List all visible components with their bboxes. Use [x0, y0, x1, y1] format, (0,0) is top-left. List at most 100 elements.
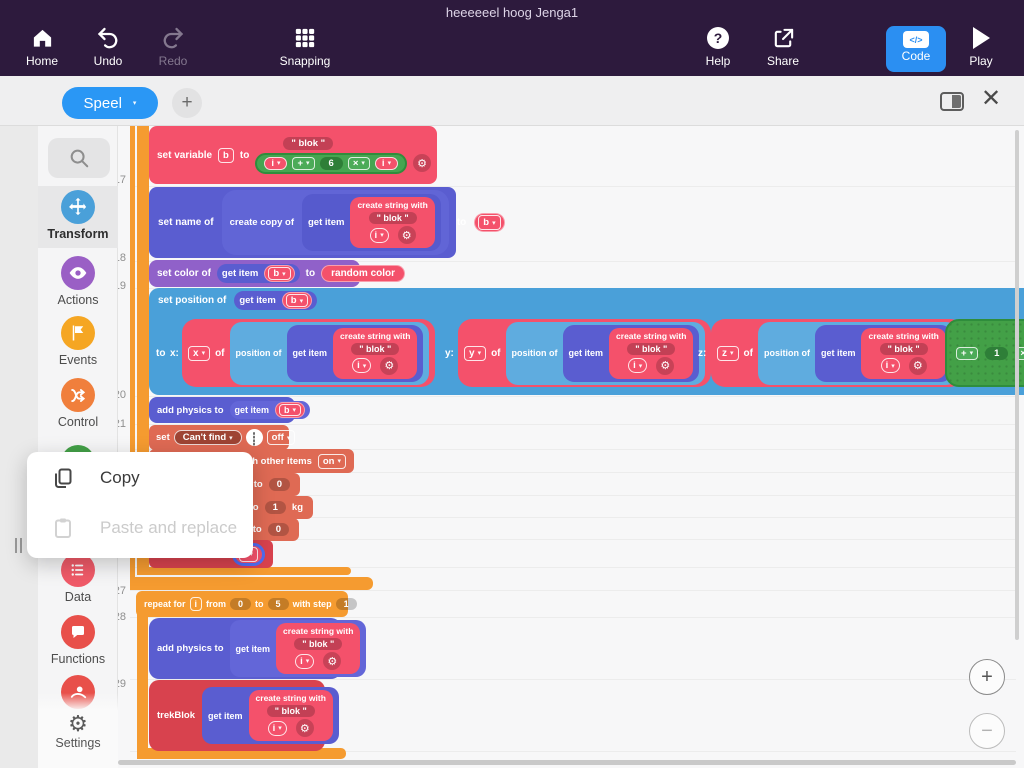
- coordinate-x-expression[interactable]: x of position of get item create string …: [182, 319, 436, 387]
- value-pill[interactable]: 5: [267, 598, 289, 610]
- help-button[interactable]: ? Help: [685, 25, 751, 68]
- position-of-block[interactable]: position of get item create string with …: [229, 321, 430, 385]
- var-dropdown[interactable]: i: [374, 156, 399, 170]
- on-off-dropdown[interactable]: on: [317, 453, 346, 469]
- code-button[interactable]: </> Code: [886, 26, 946, 72]
- snapping-button[interactable]: Snapping: [272, 25, 338, 68]
- block-trekblok-call[interactable]: trekBlok get item create string with " b…: [149, 680, 339, 751]
- sidebar-resize-handle[interactable]: [15, 538, 25, 558]
- on-off-dropdown[interactable]: off: [266, 430, 296, 445]
- block-set-color[interactable]: set color of get item b to random color: [149, 260, 406, 287]
- axis-dropdown[interactable]: z: [717, 345, 739, 361]
- operator-dropdown[interactable]: +: [292, 156, 315, 170]
- position-of-block[interactable]: position of get item create string with …: [757, 321, 958, 385]
- gear-icon[interactable]: ⚙: [413, 154, 432, 172]
- value-pill[interactable]: 0: [230, 598, 252, 610]
- var-dropdown[interactable]: i: [295, 653, 315, 669]
- string-literal-pill[interactable]: " blok ": [266, 705, 315, 717]
- gear-icon[interactable]: ⚙: [908, 356, 927, 375]
- add-tab-button[interactable]: +: [172, 88, 202, 118]
- sidebar-item-transform[interactable]: Transform: [38, 190, 118, 241]
- get-item-block[interactable]: get item create string with " blok " i⚙: [562, 324, 700, 382]
- var-dropdown[interactable]: i: [267, 720, 287, 736]
- tab-speel[interactable]: Speel: [62, 87, 158, 119]
- vertical-scrollbar[interactable]: [1015, 130, 1019, 640]
- sidebar-item-data[interactable]: Data: [38, 553, 118, 604]
- operator-dropdown[interactable]: ×: [347, 156, 370, 170]
- string-literal-pill[interactable]: " blok ": [627, 342, 676, 355]
- gear-icon[interactable]: ⚙: [295, 719, 314, 737]
- close-editor-button[interactable]: ✕: [981, 85, 1002, 112]
- math-expression-block[interactable]: i + 6 × i: [255, 152, 408, 174]
- random-color-pill[interactable]: random color: [321, 265, 406, 282]
- create-string-block[interactable]: create string with " blok " i⚙: [248, 690, 333, 741]
- menu-item-copy[interactable]: Copy: [51, 466, 140, 490]
- var-dropdown[interactable]: i: [352, 358, 372, 373]
- number-pill[interactable]: 6: [319, 156, 343, 170]
- get-item-block[interactable]: get item create string with " blok " i⚙: [229, 620, 367, 677]
- property-dropdown[interactable]: Can't find: [173, 430, 242, 445]
- position-of-block[interactable]: position of get item create string with …: [505, 321, 706, 385]
- sidebar-item-control[interactable]: Control: [38, 378, 118, 429]
- get-item-block[interactable]: get item b: [216, 264, 300, 283]
- variable-ref-pill[interactable]: b: [264, 265, 295, 282]
- create-string-block[interactable]: create string with " blok " i⚙: [350, 197, 435, 248]
- sidebar-item-events[interactable]: Events: [38, 316, 118, 367]
- search-input[interactable]: [48, 138, 110, 178]
- sidebar-item-actions[interactable]: Actions: [38, 256, 118, 307]
- zoom-in-button[interactable]: +: [969, 659, 1005, 695]
- value-pill[interactable]: 1: [264, 501, 286, 514]
- menu-item-paste-and-replace[interactable]: Paste and replace: [51, 516, 237, 540]
- coordinate-z-expression[interactable]: z of position of get item create string …: [711, 319, 964, 387]
- create-string-block[interactable]: create string with " blok " i⚙: [861, 327, 946, 379]
- horizontal-scrollbar[interactable]: [118, 760, 1016, 765]
- undo-button[interactable]: Undo: [75, 25, 141, 68]
- var-dropdown[interactable]: i: [264, 156, 288, 170]
- settings-label[interactable]: Settings: [55, 736, 101, 750]
- block-add-physics[interactable]: add physics to get item b: [149, 397, 311, 423]
- variable-ref-pill[interactable]: b: [275, 402, 306, 418]
- block-set-variable[interactable]: set variable b to " blok " i + 6 × i ⚙: [149, 126, 437, 184]
- split-view-toggle-button[interactable]: [940, 92, 964, 111]
- sidebar-item-functions[interactable]: Functions: [38, 615, 118, 666]
- create-string-block[interactable]: create string with " blok " i⚙: [276, 623, 361, 674]
- var-dropdown[interactable]: i: [628, 358, 648, 373]
- home-button[interactable]: Home: [9, 25, 75, 68]
- number-pill[interactable]: 1: [985, 346, 1009, 360]
- gear-icon[interactable]: ⚙: [323, 652, 342, 670]
- gear-icon[interactable]: ⚙: [397, 226, 416, 244]
- block-repeat-for[interactable]: repeat for i from 0 to 5 with step 1: [136, 591, 357, 617]
- get-item-block[interactable]: get item create string with " blok " i⚙: [286, 324, 424, 382]
- block-set-physics-property[interactable]: set Can't find off: [149, 425, 296, 450]
- axis-dropdown[interactable]: x: [188, 345, 211, 361]
- var-dropdown[interactable]: i: [369, 227, 389, 243]
- create-string-block[interactable]: create string with " blok " i⚙: [609, 327, 694, 379]
- get-item-block[interactable]: get item create string with " blok " i⚙: [202, 687, 339, 744]
- string-literal-pill[interactable]: " blok ": [294, 638, 343, 650]
- value-pill[interactable]: 1: [335, 598, 357, 610]
- drag-handle-icon[interactable]: [245, 429, 263, 446]
- coordinate-y-expression[interactable]: y of position of get item create string …: [458, 319, 712, 387]
- block-set-position[interactable]: set position of get item b to x: x of po…: [149, 288, 1024, 395]
- string-literal-pill[interactable]: " blok ": [351, 342, 400, 355]
- block-set-name[interactable]: set name of create copy of get item crea…: [149, 187, 505, 258]
- block-add-physics[interactable]: add physics to get item create string wi…: [149, 618, 367, 679]
- string-literal-pill[interactable]: " blok ": [368, 212, 417, 224]
- gear-icon[interactable]: ⚙: [380, 356, 399, 375]
- create-copy-block[interactable]: create copy of get item create string wi…: [221, 190, 449, 255]
- redo-button[interactable]: Redo: [140, 25, 206, 68]
- share-button[interactable]: Share: [750, 25, 816, 68]
- value-pill[interactable]: 0: [267, 523, 289, 536]
- variable-ref-pill[interactable]: b: [474, 213, 505, 232]
- create-string-block[interactable]: create string with " blok " i⚙: [333, 327, 418, 379]
- gear-icon[interactable]: ⚙: [656, 356, 675, 375]
- zoom-out-button[interactable]: −: [969, 713, 1005, 749]
- axis-dropdown[interactable]: y: [464, 345, 487, 361]
- get-item-block[interactable]: get item b: [234, 291, 318, 310]
- value-pill[interactable]: 0: [268, 478, 290, 491]
- math-expression-block[interactable]: + 1 ×: [945, 319, 1024, 387]
- var-dropdown[interactable]: i: [880, 358, 900, 373]
- variable-ref-pill[interactable]: b: [281, 292, 313, 309]
- get-item-block[interactable]: get item create string with " blok " i⚙: [302, 194, 441, 251]
- loop-variable-pill[interactable]: i: [189, 597, 203, 611]
